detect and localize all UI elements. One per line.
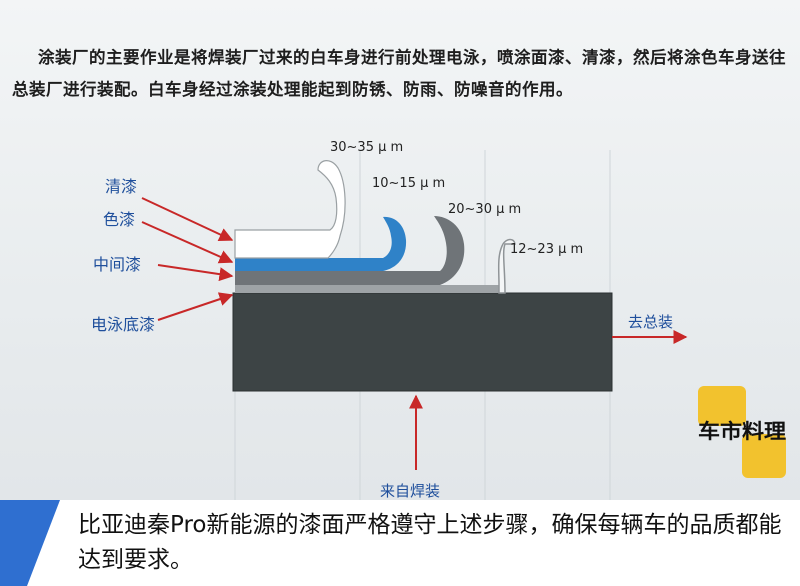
thickness-label-primer: 12~23 μ m: [510, 242, 583, 257]
layer-label-primer: 电泳底漆: [91, 315, 155, 334]
logo-text: 车市料理: [698, 419, 786, 443]
flow-out-label: 去总装: [628, 313, 673, 331]
color-coat-layer: [235, 216, 407, 271]
flow-in-label: 来自焊装: [380, 482, 440, 500]
thickness-label-clear: 30~35 μ m: [330, 140, 403, 155]
caption-bar: [0, 500, 800, 586]
thickness-label-middle: 20~30 μ m: [448, 202, 521, 217]
primer-layer: [235, 238, 516, 294]
layer-label-middle: 中间漆: [93, 255, 141, 274]
car-body-substrate: [232, 292, 613, 392]
layer-label-clear: 清漆: [105, 177, 137, 196]
diagram-photo: 涂装厂的主要作业是将焊装厂过来的白车身进行前处理电泳，喷涂面漆、清漆，然后将涂色…: [0, 0, 800, 500]
clear-coat-layer: [234, 160, 346, 259]
paint-layer-diagram: 30~35 μ m 10~15 μ m 20~30 μ m 12~23 μ m …: [91, 140, 688, 500]
watermark-logo: 车市料理: [698, 386, 786, 478]
intro-paragraph: 涂装厂的主要作业是将焊装厂过来的白车身进行前处理电泳，喷涂面漆、清漆，然后将涂色…: [12, 48, 786, 99]
pointer-arrows: [141, 197, 688, 470]
layer-label-color: 色漆: [103, 210, 135, 229]
thickness-label-color: 10~15 μ m: [372, 176, 445, 191]
caption-text: 比亚迪秦Pro新能源的漆面严格遵守上述步骤，确保每辆车的品质都能达到要求。: [78, 512, 782, 573]
middle-coat-layer: [235, 216, 465, 285]
